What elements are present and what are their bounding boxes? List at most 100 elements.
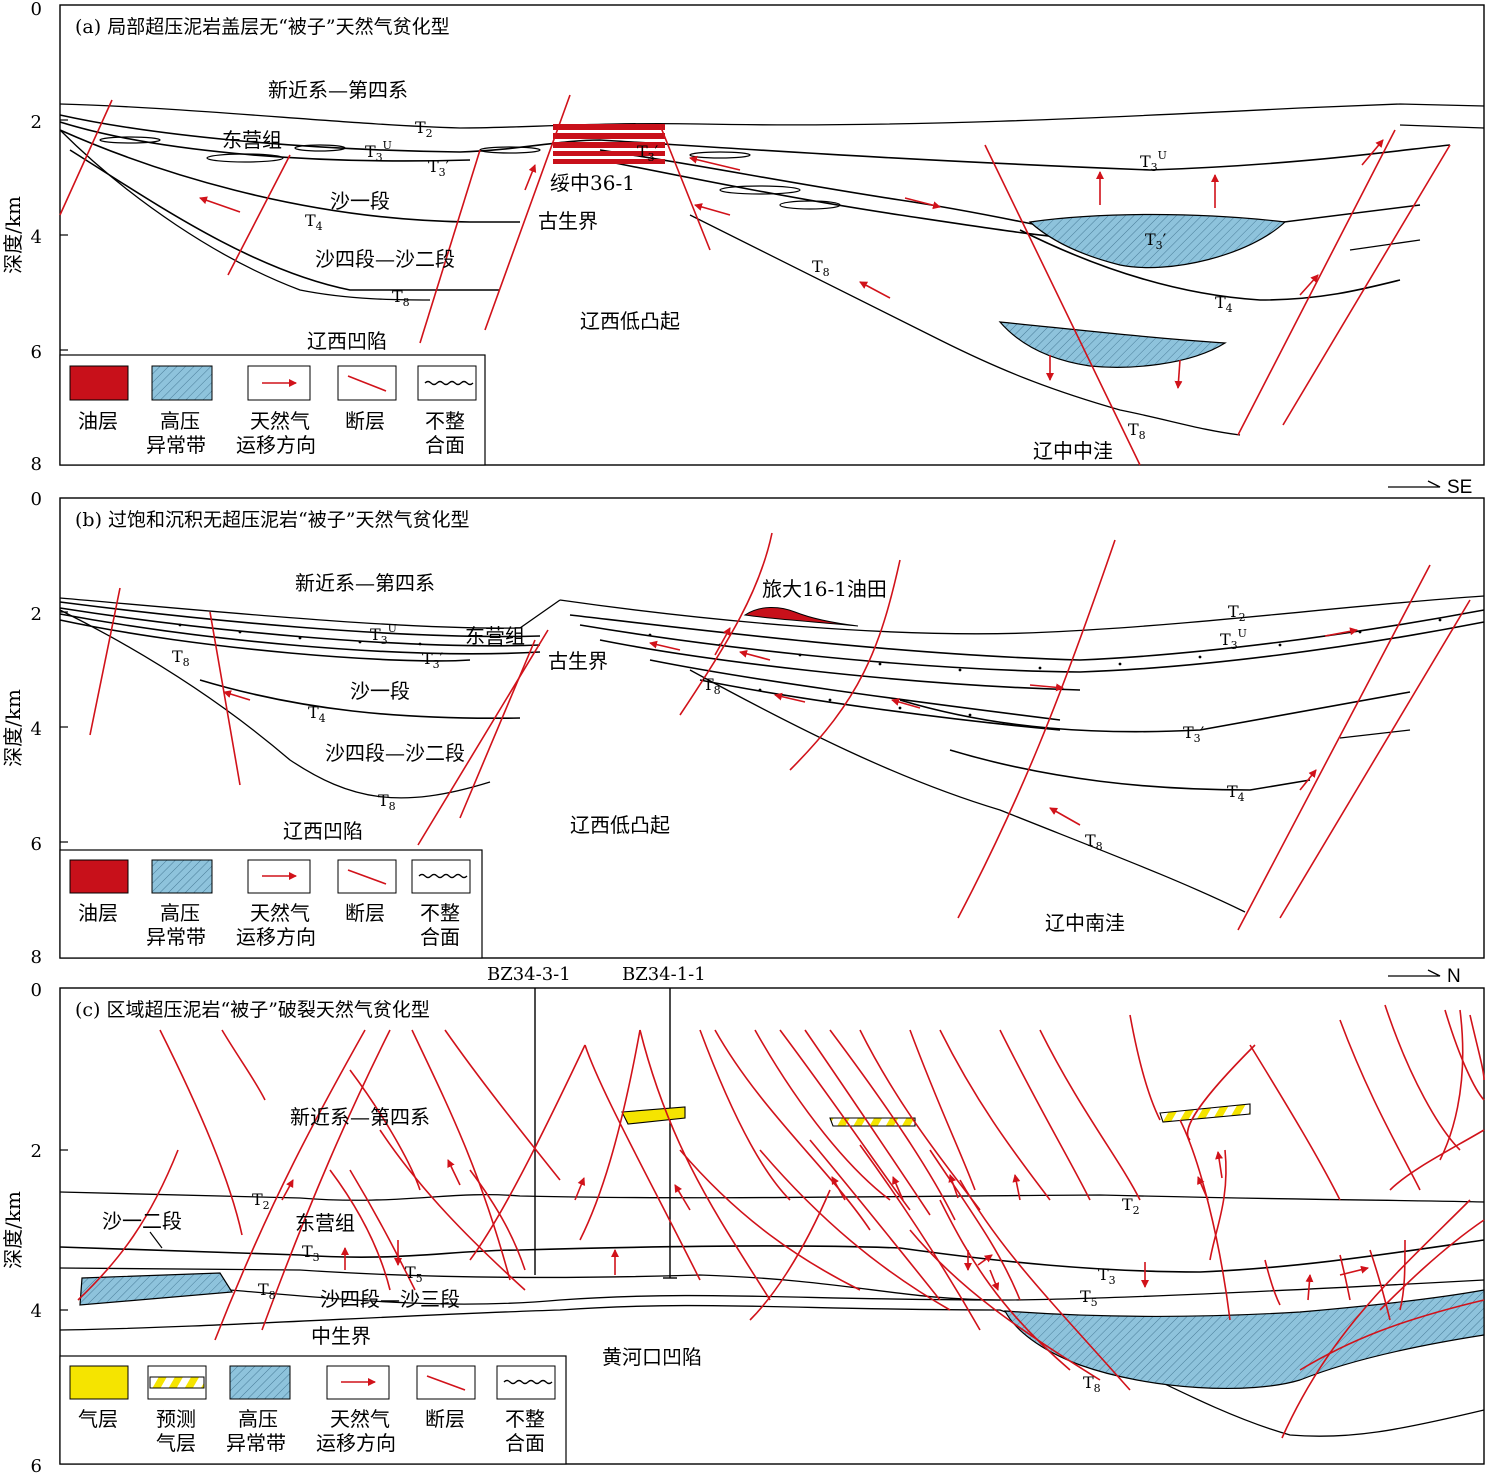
leader-sha12	[149, 1231, 163, 1249]
legend-a: 油层 高压 异常带 天然气 运移方向 断层 不整 合面	[59, 354, 486, 466]
horizon-label-t3-c2: T3	[1098, 1265, 1116, 1287]
panel-c-frame	[59, 987, 1485, 1465]
horizon-label-t8-c2: T8	[1083, 1373, 1101, 1395]
horizon-label-t3p-b2: T3′	[1183, 723, 1205, 745]
horizon-label-t5-c2: T5	[1080, 1287, 1098, 1309]
legend-label-op2: 异常带	[146, 433, 206, 457]
legend-swatch-oil	[69, 365, 129, 401]
horizon-label-t3p-c: T3′	[1145, 230, 1167, 252]
label-liaoxi-uplift-a: 辽西低凸起	[580, 309, 680, 333]
horizon-label-t8-a: T8	[392, 287, 410, 309]
horizon-t3-c	[59, 1239, 1485, 1273]
overpressure-zone-a2	[998, 321, 1227, 368]
tick-label: 4	[31, 1301, 42, 1322]
horizon-label-t8-c: T8	[1128, 420, 1146, 442]
y-axis-label-c: 深度/km	[1, 1191, 25, 1269]
horizon-label-t3u-b1: T3U	[370, 622, 397, 647]
predicted-gas-layer-c1	[829, 1117, 916, 1127]
unconformity-t2-a	[59, 103, 1485, 129]
panel-a-labels: 新近系—第四系 东营组 沙一段 沙四段—沙二段 古生界 绥中36-1 辽西凹陷 …	[222, 78, 1113, 463]
panel-b-frame	[59, 497, 1485, 959]
y-axis-title-a: 深度/km	[1, 196, 25, 274]
legend-label-unc1: 不整	[425, 409, 465, 433]
unconformity-t8-b-left	[59, 609, 491, 799]
panel-a: (a) 局部超压泥岩盖层无“被子”天然气贫化型	[59, 4, 1485, 498]
horizon-t4-right	[1019, 229, 1401, 301]
unconformity-t8-a-left	[59, 129, 431, 301]
legend-label-unc2: 合面	[505, 1431, 545, 1455]
legend-label-op2: 异常带	[226, 1431, 286, 1455]
legend-label-unc2: 合面	[425, 433, 465, 457]
label-paleozoic-b: 古生界	[548, 649, 608, 673]
tick-label: 0	[31, 489, 42, 510]
faults-c	[77, 1004, 1485, 1439]
label-dongying-b: 东营组	[465, 624, 525, 648]
panel-c-tick-marks	[60, 1149, 68, 1311]
horizon-label-t3u-b: T3U	[1140, 149, 1167, 174]
horizon-t3p-b-right	[899, 691, 1411, 733]
y-axis-label-b: 深度/km	[1, 689, 25, 767]
horizon-label-t4-b: T4	[1215, 293, 1233, 315]
horizon-label-t4-a: T4	[305, 211, 323, 233]
label-neogene-c: 新近系—第四系	[290, 1105, 430, 1129]
horizon-label-t8-b: T8	[812, 257, 830, 279]
horizon-b-r5	[699, 679, 1061, 731]
horizon-label-t8-b4: T8	[1085, 831, 1103, 853]
horizon-t3u-a	[59, 114, 1451, 171]
legend-label-pred2: 气层	[156, 1431, 196, 1455]
unconformity-t2-a-right	[1399, 124, 1485, 129]
horizon-label-t3p-b1: T3′	[422, 649, 444, 671]
tick-label: 6	[31, 1456, 42, 1477]
horizon-t4-b-left	[199, 679, 521, 720]
horizon-right-upper	[1259, 204, 1421, 226]
label-well-a: 绥中36-1	[550, 171, 635, 195]
unconformity-right-small	[1349, 239, 1421, 251]
sand-dots-b-left	[178, 623, 422, 646]
tick-label: 4	[31, 719, 42, 740]
legend-c: 气层 预测 气层 高压 异常带 天然气 运移方向 断层 不整 合面	[59, 1355, 567, 1465]
horizon-label-t2-c2: T2	[1122, 1195, 1140, 1217]
panel-b: (b) 过饱和沉积无超压泥岩“被子”天然气贫化型	[59, 497, 1485, 987]
legend-label-mig1: 天然气	[250, 901, 310, 925]
label-liaozhong-b: 辽中南洼	[1045, 911, 1125, 935]
label-huanghekou-c: 黄河口凹陷	[602, 1345, 702, 1369]
horizon-label-t3p-a: T3′	[428, 157, 450, 179]
unconformity-t8-b-right	[689, 669, 1246, 913]
overpressure-zone-a1	[1028, 213, 1287, 269]
horizon-b-r4	[649, 659, 1061, 721]
label-sha1-b: 沙一段	[350, 679, 410, 703]
sand-dots-b-right	[648, 618, 1442, 717]
horizon-label-t3-c1: T3	[302, 1242, 320, 1264]
tick-label: 0	[31, 980, 42, 1001]
horizon-label-t2-b: T2	[1228, 602, 1246, 624]
unconformity-t8-c	[59, 1304, 1485, 1437]
migration-arrows-a	[199, 139, 1384, 389]
label-paleozoic-a: 古生界	[538, 209, 598, 233]
horizon-b-l4	[59, 619, 471, 662]
legend-label-oil: 油层	[78, 409, 118, 433]
wells-c: BZ34-3-1 BZ34-1-1	[487, 964, 706, 1279]
direction-indicator-a: SE	[1388, 477, 1472, 498]
legend-label-op2: 异常带	[146, 925, 206, 949]
legend-label-op1: 高压	[160, 409, 200, 433]
horizon-label-t8-b3: T8	[703, 675, 721, 697]
migration-arrows-b	[223, 627, 1358, 826]
unconformity-top-b-right	[559, 595, 1485, 635]
migration-arrows-c	[281, 1151, 1369, 1301]
tick-label: 4	[31, 227, 42, 248]
horizon-b-l1	[59, 601, 541, 638]
legend-label-mig2: 运移方向	[236, 433, 316, 457]
label-sha1-a: 沙一段	[330, 189, 390, 213]
legend-label-mig2: 运移方向	[316, 1431, 396, 1455]
label-liaoxi-sag-b: 辽西凹陷	[283, 819, 363, 843]
horizon-label-t3u-a: T3U	[365, 139, 392, 164]
faults-b	[89, 532, 1471, 931]
horizon-label-t2-c1: T2	[252, 1190, 270, 1212]
horizon-label-t8-b2: T8	[378, 791, 396, 813]
label-sha12-c: 沙一二段	[102, 1209, 182, 1233]
tick-label: 2	[31, 1141, 42, 1162]
panel-c-labels: 新近系—第四系 沙一二段 东营组 沙四段—沙三段 中生界 黄河口凹陷	[102, 1105, 702, 1369]
legend-swatch-overpressure	[229, 1365, 291, 1400]
direction-label-b: N	[1447, 966, 1461, 987]
